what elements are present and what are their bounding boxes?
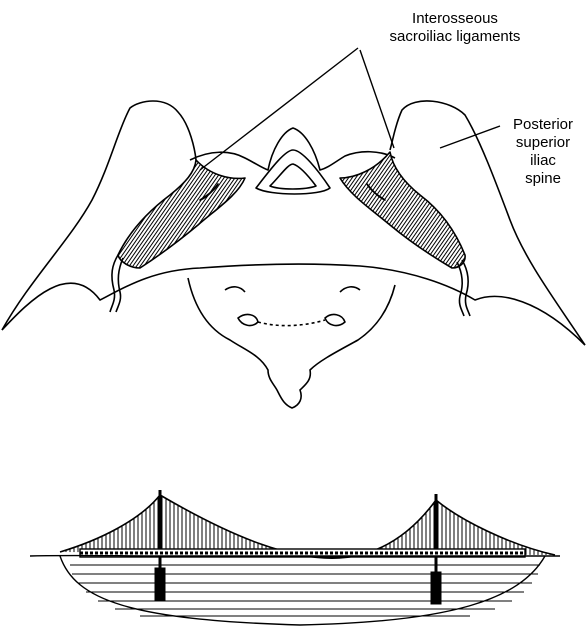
pelvic-arch [2,264,585,345]
leader-line-right [360,50,394,148]
left-ligament-band [118,160,245,268]
bridge-water-hatching [70,565,540,616]
label-psis-line4: spine [500,170,586,188]
pelvis-drawing [2,48,585,408]
label-interosseous-sacroiliac-ligaments: Interosseous sacroiliac ligaments [330,10,580,46]
label-psis-line1: Posterior [500,116,586,134]
suspension-bridge-drawing [30,490,560,625]
label-interosseous-line1: Interosseous [330,10,580,28]
sacral-promontory [256,150,330,194]
label-posterior-superior-iliac-spine: Posterior superior iliac spine [500,116,586,188]
label-psis-line2: superior [500,134,586,152]
sacrum-body [188,278,395,408]
label-psis-line3: iliac [500,152,586,170]
leader-line-left [200,48,358,170]
label-interosseous-line2: sacroiliac ligaments [330,28,580,46]
right-ligament-band [340,152,465,268]
leader-line-psis [440,126,500,148]
